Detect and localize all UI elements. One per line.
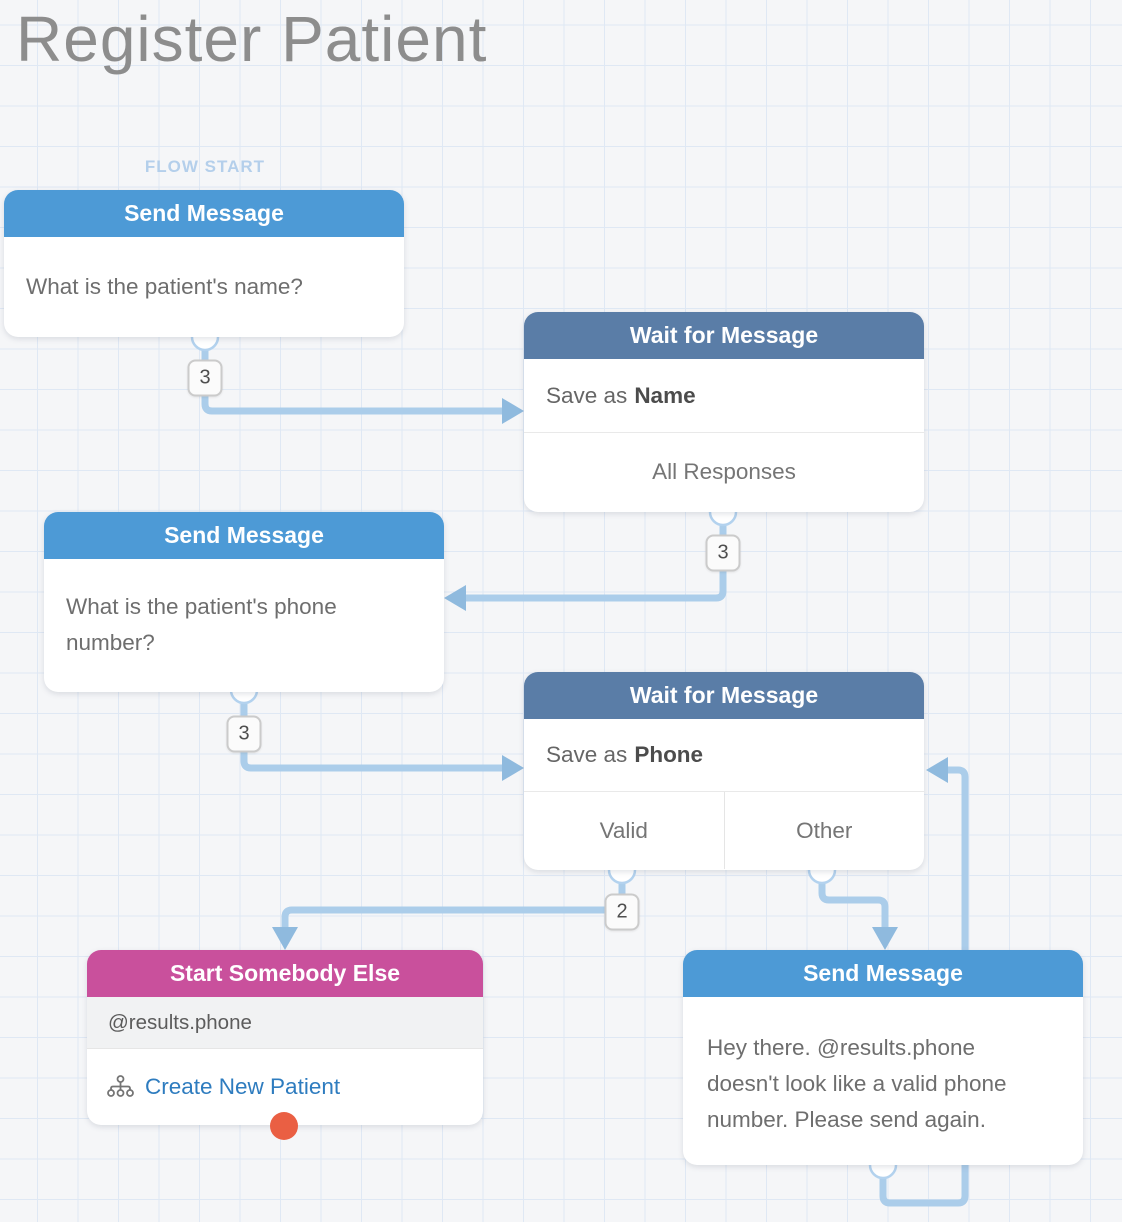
start-flow-action[interactable]: Create New Patient — [87, 1049, 483, 1125]
node-send-invalid[interactable]: Send Message Hey there. @results.phone d… — [683, 950, 1083, 1165]
node-send-phone[interactable]: Send Message What is the patient's phone… — [44, 512, 444, 692]
connector-line — [818, 873, 889, 929]
node-wait-name[interactable]: Wait for Message Save as Name All Respon… — [524, 312, 924, 512]
page-title: Register Patient — [16, 3, 488, 75]
activity-count-badge: 2 — [604, 893, 640, 931]
arrowhead-icon — [272, 927, 298, 950]
connector-line — [465, 515, 727, 602]
arrowhead-icon — [502, 755, 524, 781]
node-send-name[interactable]: Send Message What is the patient's name? — [4, 190, 404, 337]
exit-dot[interactable] — [270, 1112, 298, 1140]
connector-line — [201, 340, 503, 415]
node-header[interactable]: Send Message — [683, 950, 1083, 997]
activity-count-badge: 3 — [226, 715, 262, 753]
arrowhead-icon — [926, 757, 948, 783]
category-all-responses[interactable]: All Responses — [652, 459, 796, 484]
category-other[interactable]: Other — [723, 792, 925, 869]
result-name: Phone — [634, 742, 704, 767]
node-header[interactable]: Send Message — [4, 190, 404, 237]
message-text[interactable]: What is the patient's name? — [26, 274, 303, 299]
category-row: All Responses — [524, 433, 924, 511]
arrowhead-icon — [872, 927, 898, 950]
arrowhead-icon — [502, 398, 524, 424]
save-as-row[interactable]: Save as Name — [524, 359, 924, 433]
node-wait-phone[interactable]: Wait for Message Save as Phone Valid Oth… — [524, 672, 924, 870]
save-as-prefix: Save as — [546, 742, 628, 767]
node-header[interactable]: Start Somebody Else — [87, 950, 483, 997]
node-header[interactable]: Wait for Message — [524, 312, 924, 359]
connector-line — [879, 766, 969, 1207]
activity-count-badge: 3 — [187, 359, 223, 397]
message-text[interactable]: Hey there. @results.phone doesn't look l… — [707, 1035, 1007, 1132]
activity-count-badge: 3 — [705, 534, 741, 572]
save-as-row[interactable]: Save as Phone — [524, 719, 924, 792]
node-start-somebody[interactable]: Start Somebody Else @results.phone Creat… — [87, 950, 483, 1125]
flow-start-label: FLOW START — [144, 157, 266, 176]
create-new-patient-link[interactable]: Create New Patient — [145, 1074, 341, 1099]
category-valid[interactable]: Valid — [599, 818, 648, 843]
sitemap-icon — [107, 1074, 134, 1097]
message-text[interactable]: What is the patient's phone number? — [66, 594, 337, 655]
recipient-row[interactable]: @results.phone — [87, 997, 483, 1049]
result-name: Name — [634, 382, 696, 408]
node-header[interactable]: Wait for Message — [524, 672, 924, 719]
node-header[interactable]: Send Message — [44, 512, 444, 559]
connector-line — [281, 873, 626, 929]
arrowhead-icon — [444, 585, 466, 611]
connector-line — [240, 693, 503, 772]
save-as-prefix: Save as — [546, 382, 628, 408]
category-row: Valid Other — [524, 792, 924, 869]
